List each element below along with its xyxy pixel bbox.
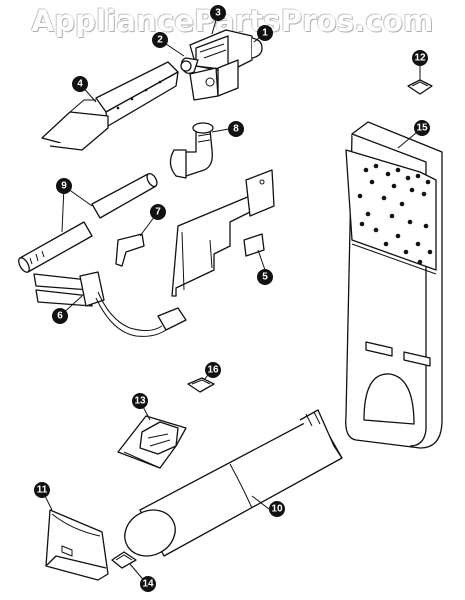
- callout-6: 6: [52, 308, 68, 324]
- burner-bracket: [171, 169, 275, 297]
- svg-text:13: 13: [134, 396, 146, 407]
- svg-text:5: 5: [262, 272, 268, 283]
- svg-text:2: 2: [157, 35, 163, 46]
- sensor-clip: [111, 551, 137, 569]
- burner-tube: [41, 61, 179, 151]
- back-panel: [345, 121, 443, 449]
- callout-10: 10: [269, 501, 285, 517]
- callout-4: 4: [72, 76, 88, 92]
- callout-13: 13: [132, 393, 148, 409]
- svg-text:6: 6: [57, 311, 63, 322]
- svg-text:11: 11: [37, 485, 48, 496]
- mounting-clip: [115, 233, 145, 267]
- flame-sensor: [117, 415, 187, 469]
- callout-8: 8: [228, 121, 244, 137]
- callout-3: 3: [210, 5, 226, 21]
- callout-15: 15: [414, 120, 430, 136]
- elbow-fitting: [169, 122, 214, 179]
- callout-7: 7: [150, 204, 166, 220]
- support-bracket: [45, 509, 109, 581]
- svg-text:16: 16: [207, 365, 219, 376]
- svg-text:1: 1: [262, 28, 268, 39]
- svg-text:14: 14: [142, 579, 154, 590]
- thermal-fuse-clip: [187, 377, 215, 393]
- svg-text:3: 3: [215, 8, 221, 19]
- callout-9: 9: [56, 178, 72, 194]
- gas-valve: [180, 29, 263, 101]
- callout-11: 11: [34, 482, 50, 498]
- callout-12: 12: [412, 50, 428, 66]
- callout-2: 2: [152, 32, 168, 48]
- igniter-assembly: [33, 271, 187, 337]
- callout-16: 16: [205, 362, 221, 378]
- svg-text:7: 7: [155, 207, 161, 218]
- svg-text:10: 10: [271, 504, 283, 515]
- svg-text:12: 12: [414, 53, 426, 64]
- thermostat-clip: [407, 79, 433, 95]
- callout-1: 1: [257, 25, 273, 41]
- gas-pipes: [18, 172, 158, 273]
- svg-text:4: 4: [77, 79, 83, 90]
- combustion-chamber: [124, 409, 343, 557]
- svg-text:15: 15: [416, 123, 428, 134]
- svg-text:8: 8: [233, 124, 239, 135]
- callout-14: 14: [140, 576, 156, 592]
- svg-text:9: 9: [61, 181, 67, 192]
- callout-5: 5: [257, 269, 273, 285]
